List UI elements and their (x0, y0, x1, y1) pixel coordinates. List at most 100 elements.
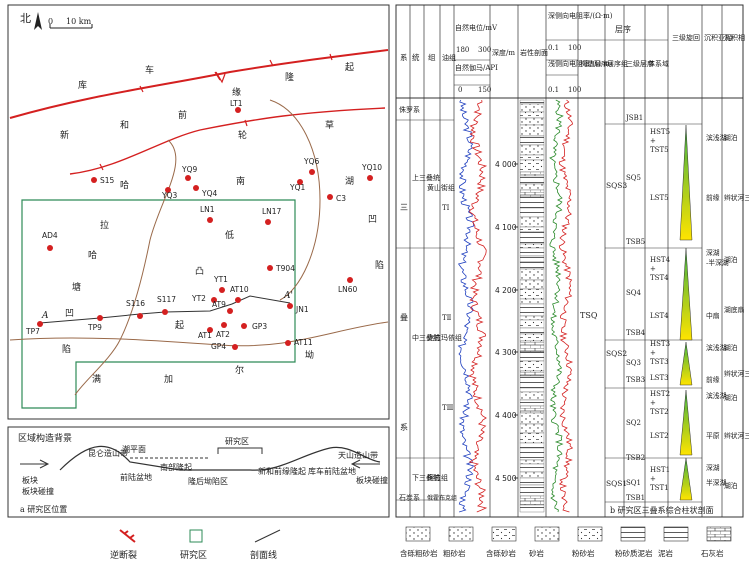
caption-a: a 研究区位置 (20, 504, 67, 514)
well-label: YQ6 (303, 157, 319, 166)
subfacies-label: 中扇 (706, 311, 720, 320)
lith-layer (519, 99, 545, 105)
series-label: 上三叠统 (412, 173, 440, 182)
lith-layer (519, 247, 545, 257)
well-marker (207, 217, 213, 223)
region-label: 隆 (285, 71, 294, 83)
depth-label: 4 200 (495, 286, 517, 295)
column-header: 300 (478, 46, 491, 54)
oil-group-label: TⅠ (442, 204, 450, 212)
well-marker (91, 177, 97, 183)
column-header: 0 (458, 86, 462, 94)
well-marker (185, 175, 191, 181)
system-label: 石炭系 (399, 493, 420, 502)
well-marker (327, 194, 333, 200)
well-label: YQ9 (181, 165, 197, 174)
column-header: 三级层序 (626, 59, 654, 68)
well-marker (241, 323, 247, 329)
depth-label: 4 100 (495, 223, 517, 232)
map-panel: 北 0 10 km A A' 库车隆起新和前缘轮草哈南湖拉低凹哈凸陷塘凹起陷满加… (7, 4, 390, 420)
tect-backbulge: 隆后坳陷区 (188, 476, 228, 486)
region-label: 轮 (238, 129, 247, 141)
lith-layer (519, 171, 545, 177)
column-header: 100 (568, 86, 581, 94)
well-label: AD4 (42, 231, 58, 240)
lith-layer (519, 231, 545, 245)
tract-label: + (650, 265, 656, 273)
tect-kunlun: 昆仑造山带 (88, 448, 128, 458)
fault-line-north (9, 49, 389, 119)
column-header: 180 (456, 46, 469, 54)
well-marker (211, 297, 217, 303)
silty-mudstone-icon (620, 526, 646, 542)
system-label: 侏罗系 (399, 105, 420, 114)
lith-layer (519, 412, 545, 425)
facies-label: 湖泊 (724, 481, 738, 490)
lith-layer (519, 268, 545, 281)
region-label: 凹 (368, 215, 377, 225)
north-arrow-icon (34, 12, 42, 30)
region-label: 陷 (62, 343, 71, 355)
sequence-label: SQ2 (626, 419, 641, 427)
well-marker (285, 340, 291, 346)
column-header: 自然电位/mV (455, 23, 498, 32)
subfacies-label: 前缘 (706, 193, 720, 202)
lith-legend-label: 石灰岩 (701, 548, 724, 558)
well-label: T904 (275, 264, 295, 273)
region-label: 和 (120, 120, 129, 131)
region-labels: 库车隆起新和前缘轮草哈南湖拉低凹哈凸陷塘凹起陷满加尔坳 (60, 62, 384, 385)
tectonic-panel: 区域构造背景 板块 板块碰撞 昆仑造山带 潮平面 研究区 南部隆起 前陆盆地 隆… (7, 426, 390, 518)
lith-layer (519, 207, 545, 218)
well-marker (267, 265, 273, 271)
coarse-sandstone-icon (448, 526, 474, 542)
subfacies-label: -半深湖 (706, 258, 729, 267)
lith-layer (519, 477, 545, 486)
sandstone-icon (534, 526, 560, 542)
north-label: 北 (20, 12, 31, 25)
lith-layer (519, 399, 545, 407)
well-label: GP4 (211, 342, 226, 351)
facies-label: 辫状河三角洲 (724, 193, 749, 202)
well-label: S15 (100, 176, 115, 185)
sequence-label: SQ5 (626, 174, 641, 182)
column-header: 150 (478, 86, 491, 94)
boundary-west (74, 139, 177, 396)
well-marker (193, 185, 199, 191)
lith-layer (519, 159, 545, 173)
tect-tidal: 潮平面 (122, 444, 146, 454)
lith-layer (519, 484, 545, 497)
lith-layer (519, 189, 545, 198)
well-marker (47, 245, 53, 251)
column-header: 浅侧向电阻率/(Ω·m) (548, 59, 613, 68)
well-label: YQ1 (289, 183, 305, 192)
column-header: 体系域 (648, 59, 669, 68)
well-label: AT2 (216, 330, 230, 339)
well-label: LN60 (338, 285, 358, 294)
lith-legend-label: 含砾粗砂岩 (400, 548, 438, 558)
lith-layer (519, 255, 545, 263)
tract-label: HST1 (650, 466, 670, 474)
region-label: 塘 (72, 281, 81, 293)
region-label: 加 (164, 374, 173, 385)
lith-layer (519, 117, 545, 126)
column-header: 自然伽马/API (455, 63, 498, 72)
subfacies-label: 深湖 (706, 463, 720, 472)
well-label: YT1 (213, 275, 228, 284)
lith-layer (519, 327, 545, 335)
lith-legend-label: 粉砂质泥岩 (615, 548, 653, 558)
tect-kuqa: 库车前陆盆地 (308, 466, 356, 476)
lith-layer (519, 196, 545, 209)
well-label: TP7 (25, 327, 40, 336)
cycle-triangle-4 (679, 389, 693, 456)
well-marker (347, 277, 353, 283)
tract-label: TST4 (650, 274, 669, 282)
formation-label: 俄霍布克组 (427, 494, 457, 502)
well-marker (221, 322, 227, 328)
well-label: GP3 (252, 322, 267, 331)
boundary-south (9, 321, 389, 347)
lith-layer (519, 319, 545, 329)
system-label: 叠 (400, 313, 408, 322)
lith-layer (519, 111, 545, 119)
fault-icon (119, 529, 136, 543)
